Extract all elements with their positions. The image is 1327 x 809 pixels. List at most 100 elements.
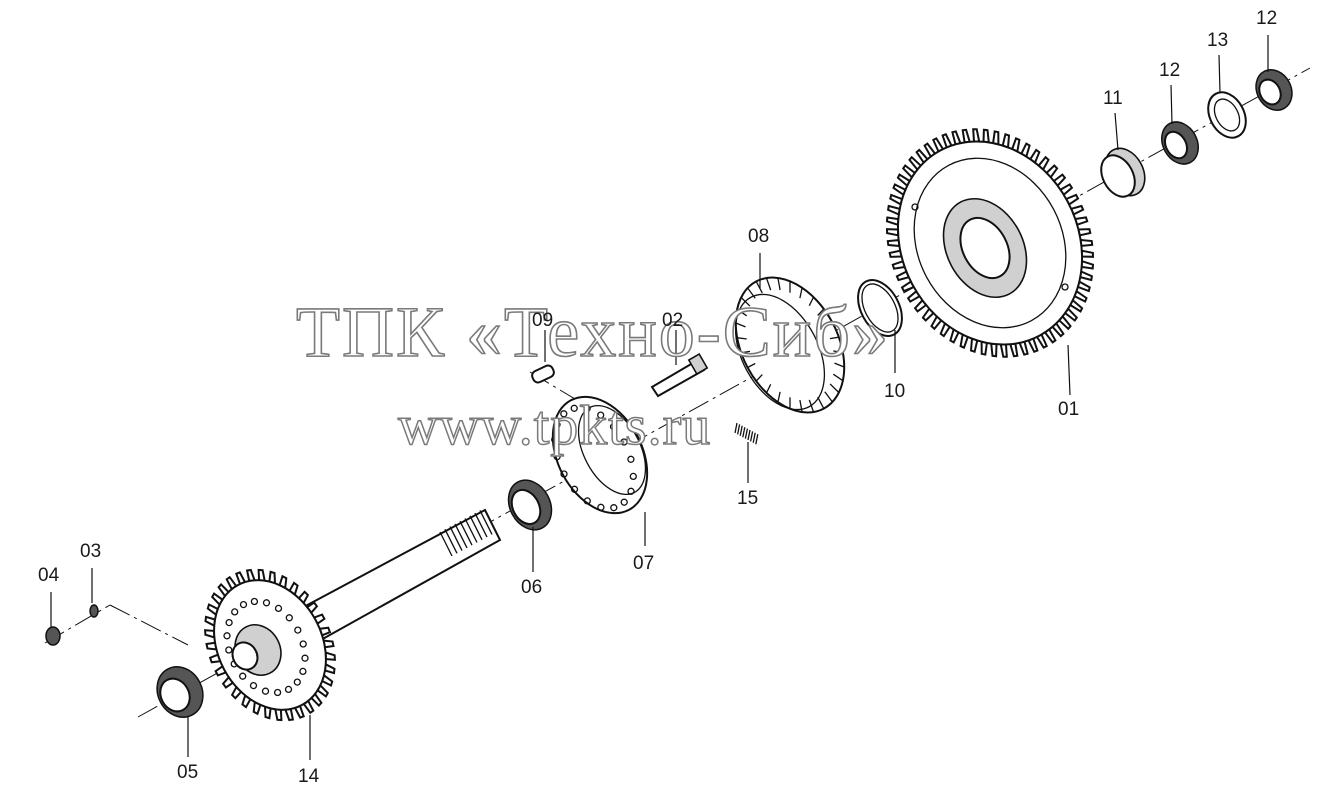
hole — [299, 640, 307, 648]
callout-07: 07 — [633, 553, 654, 574]
hole — [620, 438, 628, 446]
cage-slot — [737, 337, 747, 340]
part-10-snap-ring — [857, 279, 903, 337]
spring-coil — [742, 427, 746, 438]
shaft-spline — [469, 515, 483, 541]
hole — [597, 503, 605, 511]
shaft-spline — [439, 531, 453, 557]
cage-slot — [747, 287, 756, 299]
callout-11: 11 — [1103, 88, 1123, 109]
part-13-shim — [1207, 91, 1247, 139]
cage-slot — [833, 350, 843, 353]
cage-slot — [808, 399, 815, 413]
watermark-url: www.tpkts.ru — [398, 395, 711, 457]
spring-coil — [736, 424, 741, 435]
gear-tooth — [885, 228, 900, 237]
hole — [299, 667, 307, 676]
hole — [293, 678, 301, 686]
hole — [225, 646, 233, 654]
cage-slot — [755, 374, 763, 382]
callout-08: 08 — [748, 226, 769, 247]
part-04-nut — [45, 626, 61, 646]
cage-slot — [747, 362, 756, 369]
callout-15: 15 — [737, 488, 758, 509]
cage-slot — [834, 362, 845, 368]
hole — [553, 453, 561, 461]
hole — [301, 654, 309, 662]
callout-05: 05 — [177, 762, 198, 783]
shaft-spline — [449, 526, 463, 551]
hole — [250, 597, 259, 606]
hole — [274, 604, 283, 613]
cage-slot — [799, 399, 803, 413]
gear-tooth — [982, 128, 990, 144]
part-11-bearing-race — [1100, 147, 1146, 198]
callout-06: 06 — [521, 577, 542, 598]
hole — [570, 404, 578, 412]
callout-10: 10 — [884, 381, 905, 402]
hole — [609, 423, 618, 431]
callout-12b: 12 — [1256, 8, 1277, 29]
hole — [225, 618, 233, 627]
hole — [261, 687, 270, 695]
hole — [583, 497, 591, 505]
leader-lines — [50, 35, 1269, 760]
part-03-washer — [89, 604, 99, 618]
spring-coil — [747, 429, 751, 441]
hole — [627, 455, 635, 463]
shaft-spline — [479, 510, 493, 535]
hole — [231, 608, 239, 616]
gear-tooth — [886, 239, 901, 248]
gear-tooth — [999, 343, 1008, 358]
hole — [239, 600, 248, 609]
part-08-cage — [734, 276, 846, 414]
cage-slot — [741, 350, 751, 354]
callout-03: 03 — [80, 541, 101, 562]
callout-09: 09 — [532, 310, 553, 331]
callout-04: 04 — [38, 565, 60, 586]
cage-slot — [777, 277, 781, 291]
watermark-company: ТПК «Техно-Сиб» — [296, 292, 890, 372]
hole — [560, 410, 568, 418]
part-12-bearing-outer — [1255, 69, 1293, 111]
hole — [249, 681, 258, 690]
cage-slot — [824, 321, 833, 328]
hole — [597, 411, 605, 419]
hole — [285, 614, 293, 622]
shaft-spline — [459, 520, 473, 546]
gear-tooth — [1080, 259, 1095, 270]
hole — [553, 421, 561, 429]
cage-slot — [808, 296, 815, 306]
spring-coil — [752, 432, 756, 443]
hole — [610, 504, 618, 512]
hole — [583, 405, 591, 413]
shaft-spline — [444, 529, 458, 554]
hole — [551, 435, 559, 444]
spring-coil — [739, 425, 743, 436]
callout-13: 13 — [1207, 30, 1228, 51]
spring-coil — [734, 422, 738, 434]
hole — [294, 626, 302, 634]
gear-tooth — [972, 128, 981, 143]
shaft-spline — [464, 518, 478, 543]
part-15-spring — [734, 422, 759, 445]
hole — [262, 599, 271, 607]
cage-slot — [817, 396, 825, 409]
hole — [223, 632, 231, 640]
part-05-bearing — [156, 666, 204, 718]
gear-tooth — [885, 216, 900, 227]
cage-slot — [832, 373, 844, 382]
gear-tooth — [1080, 249, 1095, 258]
shaft-spline — [454, 523, 468, 549]
callout-14: 14 — [298, 766, 320, 787]
gear-tooth — [961, 128, 972, 144]
hole — [284, 685, 293, 694]
cage-slot — [740, 297, 751, 307]
shaft-spline — [474, 512, 488, 538]
hole — [620, 498, 628, 506]
callout-02: 02 — [662, 310, 683, 331]
spring-coil — [749, 431, 754, 442]
cage-slot — [765, 277, 772, 291]
hole — [273, 688, 282, 697]
